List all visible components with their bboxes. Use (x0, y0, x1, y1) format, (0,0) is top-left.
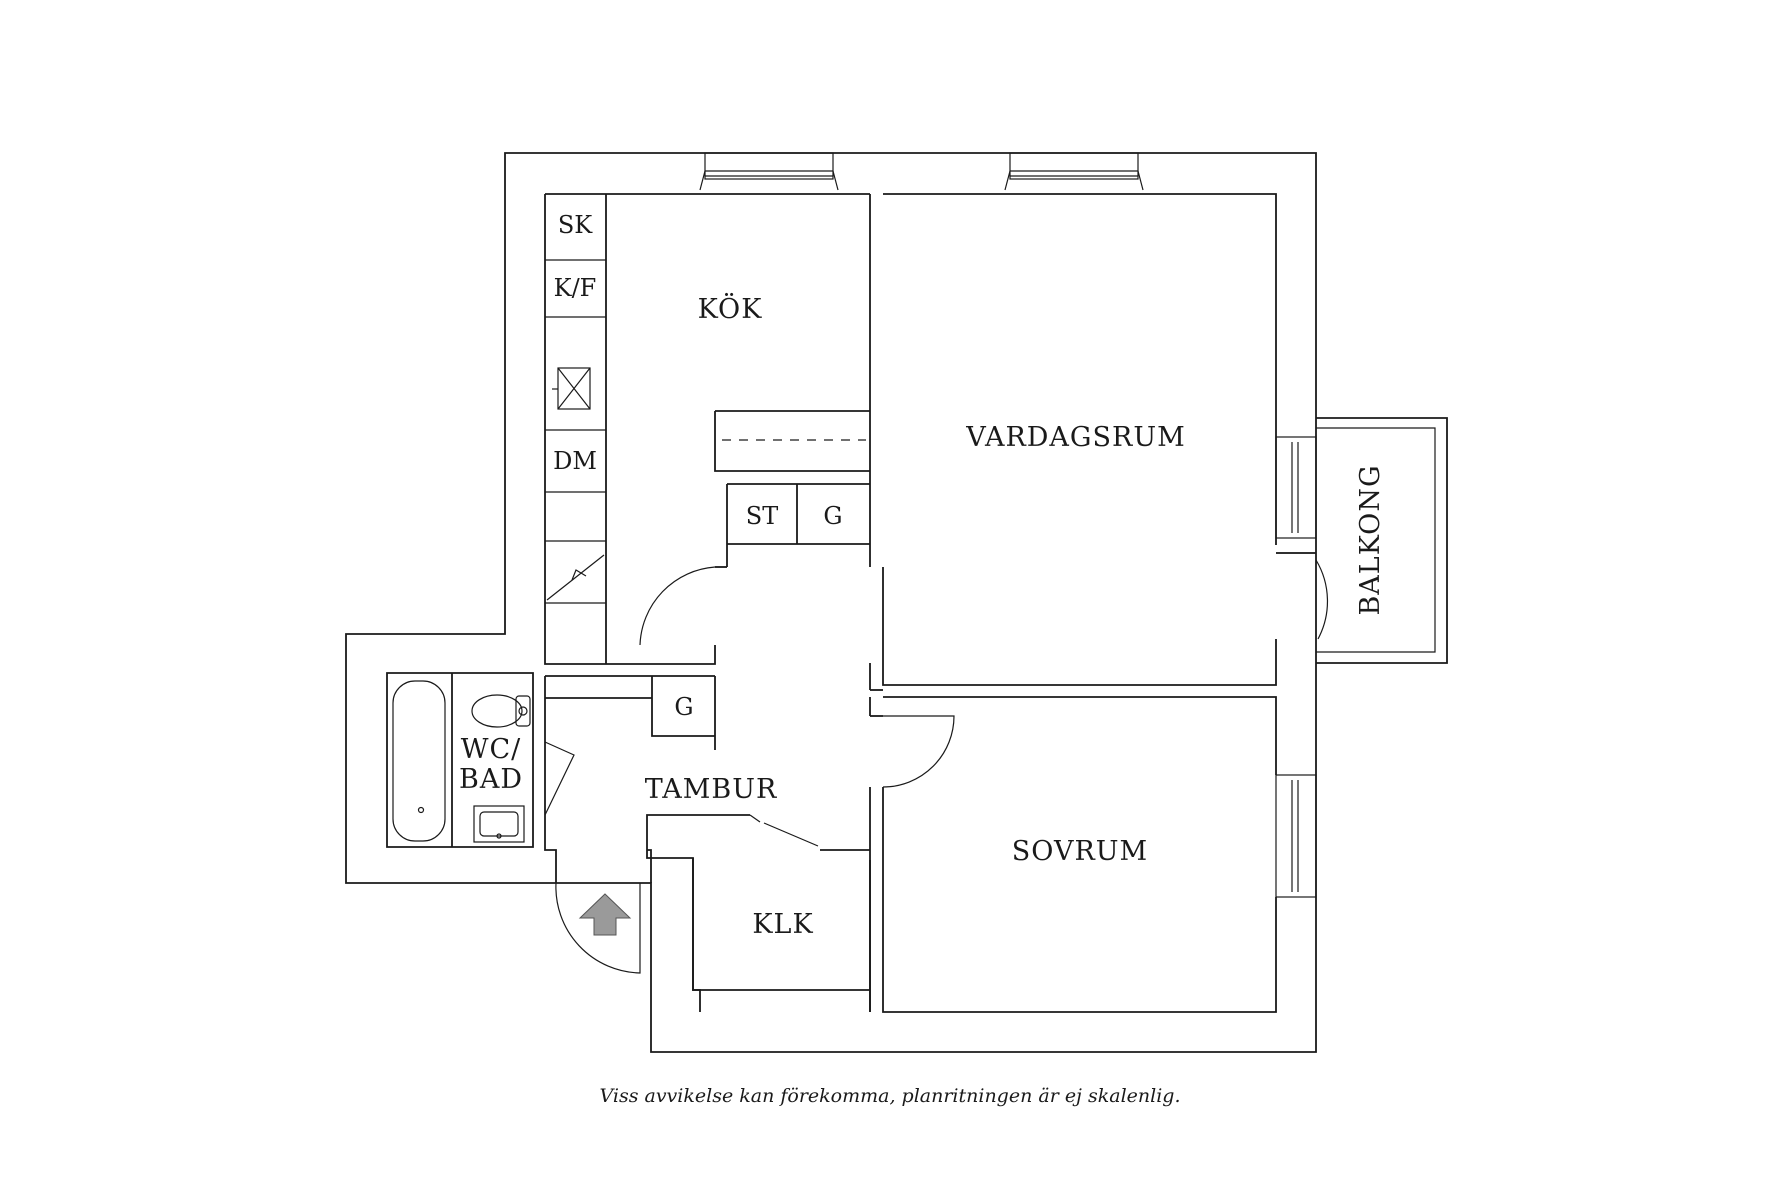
kitchen-window (699, 152, 839, 191)
balcony (1316, 417, 1448, 664)
room-label-bad: BAD (459, 764, 523, 795)
room-label-kok: KÖK (698, 291, 763, 325)
fixture-label-g-kitchen: G (823, 502, 842, 530)
bathroom-wall (386, 672, 534, 848)
bathroom-door (544, 741, 575, 816)
fixture-label-dm: DM (553, 447, 597, 475)
hall-bedroom-wall (869, 663, 1277, 1013)
room-label-vardagsrum: VARDAGSRUM (965, 422, 1185, 453)
bedroom-door (882, 715, 955, 788)
room-label-wc: WC/ (461, 734, 522, 765)
room-label-balkong: BALKONG (1355, 464, 1386, 615)
kitchen-island (714, 410, 870, 472)
st-g-cabinets (726, 483, 870, 567)
balcony-door (1276, 552, 1329, 640)
kitchen-wall (544, 193, 871, 665)
fixture-label-st: ST (746, 502, 778, 530)
kitchen-door (639, 566, 716, 646)
disclaimer-text: Viss avvikelse kan förekomma, planritnin… (599, 1085, 1181, 1107)
bedroom-window (1275, 774, 1317, 898)
washbasin-icon (473, 805, 525, 843)
room-label-klk: KLK (752, 909, 813, 940)
entrance-door (555, 882, 641, 974)
living-room-window (1004, 152, 1144, 191)
fixture-label-sk: SK (558, 211, 593, 239)
entrance-arrow-icon (578, 893, 632, 936)
fixture-label-kf: K/F (554, 274, 597, 302)
living-room-side-window (1275, 436, 1317, 539)
living-room-wall (882, 193, 1277, 686)
hall-wardrobe (545, 675, 716, 750)
room-label-tambur: TAMBUR (645, 774, 778, 805)
stove-icon (552, 367, 591, 410)
toilet-icon (471, 694, 531, 728)
room-label-sovrum: SOVRUM (1012, 836, 1148, 867)
fixture-label-g-hall: G (674, 693, 693, 721)
klk-door (749, 814, 819, 847)
sink-drain-icon (546, 554, 605, 601)
outer-wall (345, 152, 1317, 1053)
bathtub-icon (392, 680, 446, 842)
